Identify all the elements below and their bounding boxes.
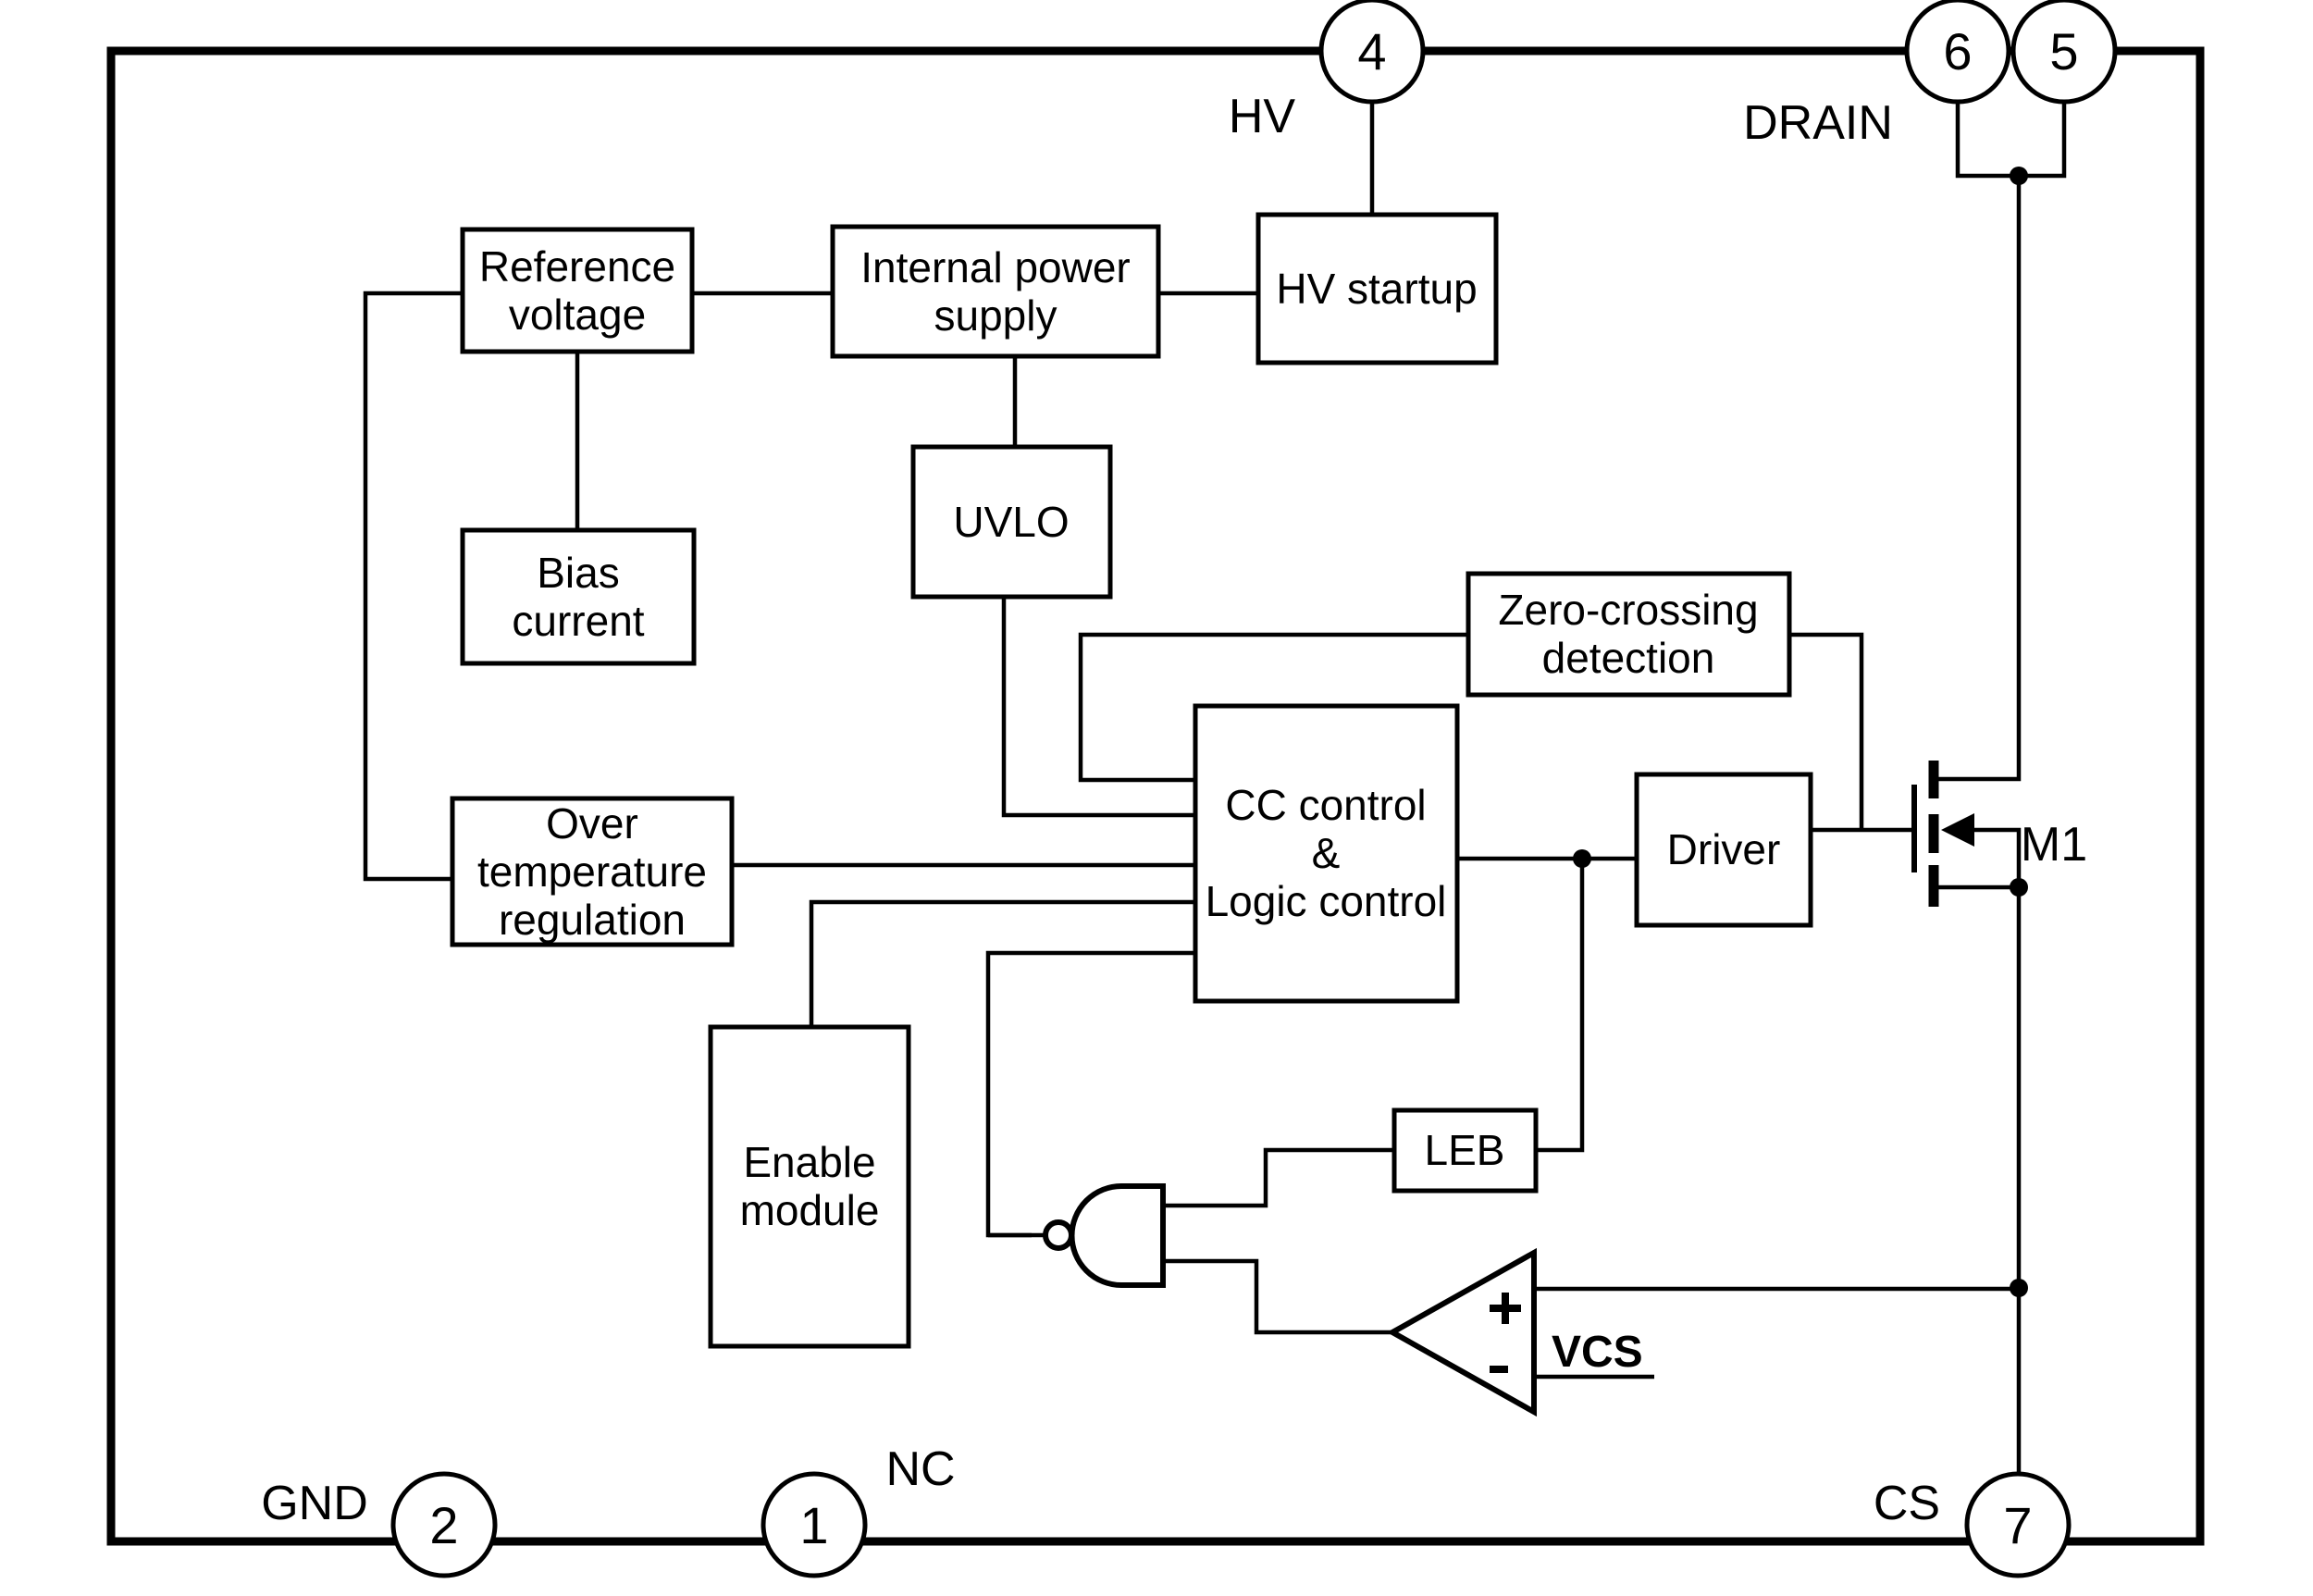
zero-crossing-label2: detection bbox=[1542, 634, 1715, 682]
mosfet-m1: M1 bbox=[1911, 761, 2087, 907]
cc-logic-control-box bbox=[1193, 703, 1460, 1004]
internal-power-supply-box bbox=[830, 224, 1161, 359]
drain-label: DRAIN bbox=[1743, 96, 1893, 150]
reference-voltage-label: Reference bbox=[479, 242, 675, 291]
gnd-label: GND bbox=[261, 1477, 368, 1530]
driver-box bbox=[1634, 772, 1813, 928]
pins: 4 6 5 2 1 7 bbox=[390, 0, 2118, 1578]
pin-1 bbox=[761, 1471, 868, 1578]
hv-label: HV bbox=[1229, 90, 1296, 143]
comparator: VCS bbox=[1386, 1247, 1643, 1417]
zero-crossing-label: Zero-crossing bbox=[1498, 586, 1758, 634]
hv-startup-label: HV startup bbox=[1276, 265, 1477, 313]
pin-1-number: 1 bbox=[799, 1496, 828, 1554]
reference-voltage-box bbox=[460, 227, 695, 354]
nand-bubble-icon bbox=[1043, 1219, 1074, 1251]
over-temperature-box bbox=[450, 796, 735, 947]
pin-5 bbox=[2010, 0, 2118, 105]
uvlo-label: UVLO bbox=[953, 498, 1069, 546]
pin-2 bbox=[390, 1471, 498, 1578]
junction-drain bbox=[2010, 167, 2028, 185]
wire-drain-rail bbox=[1938, 176, 2022, 782]
logic-control-label: Logic control bbox=[1206, 877, 1447, 925]
vcs-label: VCS bbox=[1552, 1328, 1643, 1377]
cs-label: CS bbox=[1874, 1477, 1940, 1530]
over-temp-label2: temperature bbox=[477, 847, 707, 896]
internal-power-supply-label2: supply bbox=[934, 291, 1058, 340]
leb-box bbox=[1392, 1107, 1539, 1194]
nand-gate bbox=[988, 1183, 1166, 1288]
reference-voltage-label2: voltage bbox=[509, 291, 646, 339]
ic-boundary bbox=[106, 46, 2205, 1546]
wires bbox=[363, 102, 2067, 1474]
pin-5-number: 5 bbox=[2049, 22, 2078, 80]
wire-node-leb bbox=[1536, 859, 1585, 1153]
bias-current-box bbox=[460, 527, 697, 666]
comparator-body bbox=[1386, 1247, 1537, 1417]
pin-7-number: 7 bbox=[2003, 1496, 2032, 1554]
uvlo-box bbox=[910, 444, 1113, 600]
pin-6 bbox=[1904, 0, 2011, 105]
driver-label: Driver bbox=[1667, 825, 1781, 873]
pin-6-number: 6 bbox=[1943, 22, 1972, 80]
pin-4 bbox=[1318, 0, 1426, 105]
hv-startup-box bbox=[1255, 212, 1499, 365]
wire-leb-nand bbox=[1163, 1147, 1394, 1208]
junction-cs-comparator bbox=[2010, 1279, 2028, 1297]
blocks: Reference voltage Internal power supply … bbox=[450, 212, 1813, 1349]
pin-2-number: 2 bbox=[429, 1496, 458, 1554]
over-temp-label: Over bbox=[546, 799, 638, 847]
nand-body bbox=[1069, 1183, 1166, 1288]
mosfet-label: M1 bbox=[2021, 818, 2087, 872]
enable-label2: module bbox=[740, 1186, 880, 1234]
enable-module-box bbox=[708, 1024, 911, 1349]
internal-power-supply-label: Internal power bbox=[860, 243, 1131, 291]
pin-7 bbox=[1964, 1471, 2072, 1578]
wire-drain-pins-join bbox=[1955, 102, 2067, 179]
wire-reference-overtemp-rail bbox=[363, 291, 463, 882]
junction-driver-leb bbox=[1573, 849, 1591, 868]
wire-comparator-nand bbox=[1163, 1258, 1392, 1335]
wire-enable-cc bbox=[809, 899, 1195, 1027]
nc-label: NC bbox=[885, 1442, 955, 1496]
pin-4-number: 4 bbox=[1357, 22, 1386, 80]
zero-crossing-box bbox=[1466, 571, 1792, 698]
over-temp-label3: regulation bbox=[499, 896, 686, 944]
plus-icon bbox=[1490, 1293, 1521, 1324]
wire-uvlo-cc bbox=[1001, 597, 1195, 818]
junction-source bbox=[2010, 878, 2028, 897]
leb-label: LEB bbox=[1425, 1126, 1505, 1174]
cc-amp-label: & bbox=[1312, 829, 1341, 877]
wire-zerocrossing-gate bbox=[1789, 632, 1864, 830]
enable-label: Enable bbox=[743, 1138, 875, 1186]
wire-mosfet-body bbox=[1974, 827, 2022, 887]
bias-current-label: Bias bbox=[537, 549, 619, 597]
cc-control-label: CC control bbox=[1225, 781, 1426, 829]
wire-zerocrossing-cc bbox=[1078, 632, 1468, 783]
mosfet-arrow-icon bbox=[1941, 813, 1974, 847]
bias-current-label2: current bbox=[512, 597, 644, 645]
wire-source-cs bbox=[1938, 885, 2022, 1474]
